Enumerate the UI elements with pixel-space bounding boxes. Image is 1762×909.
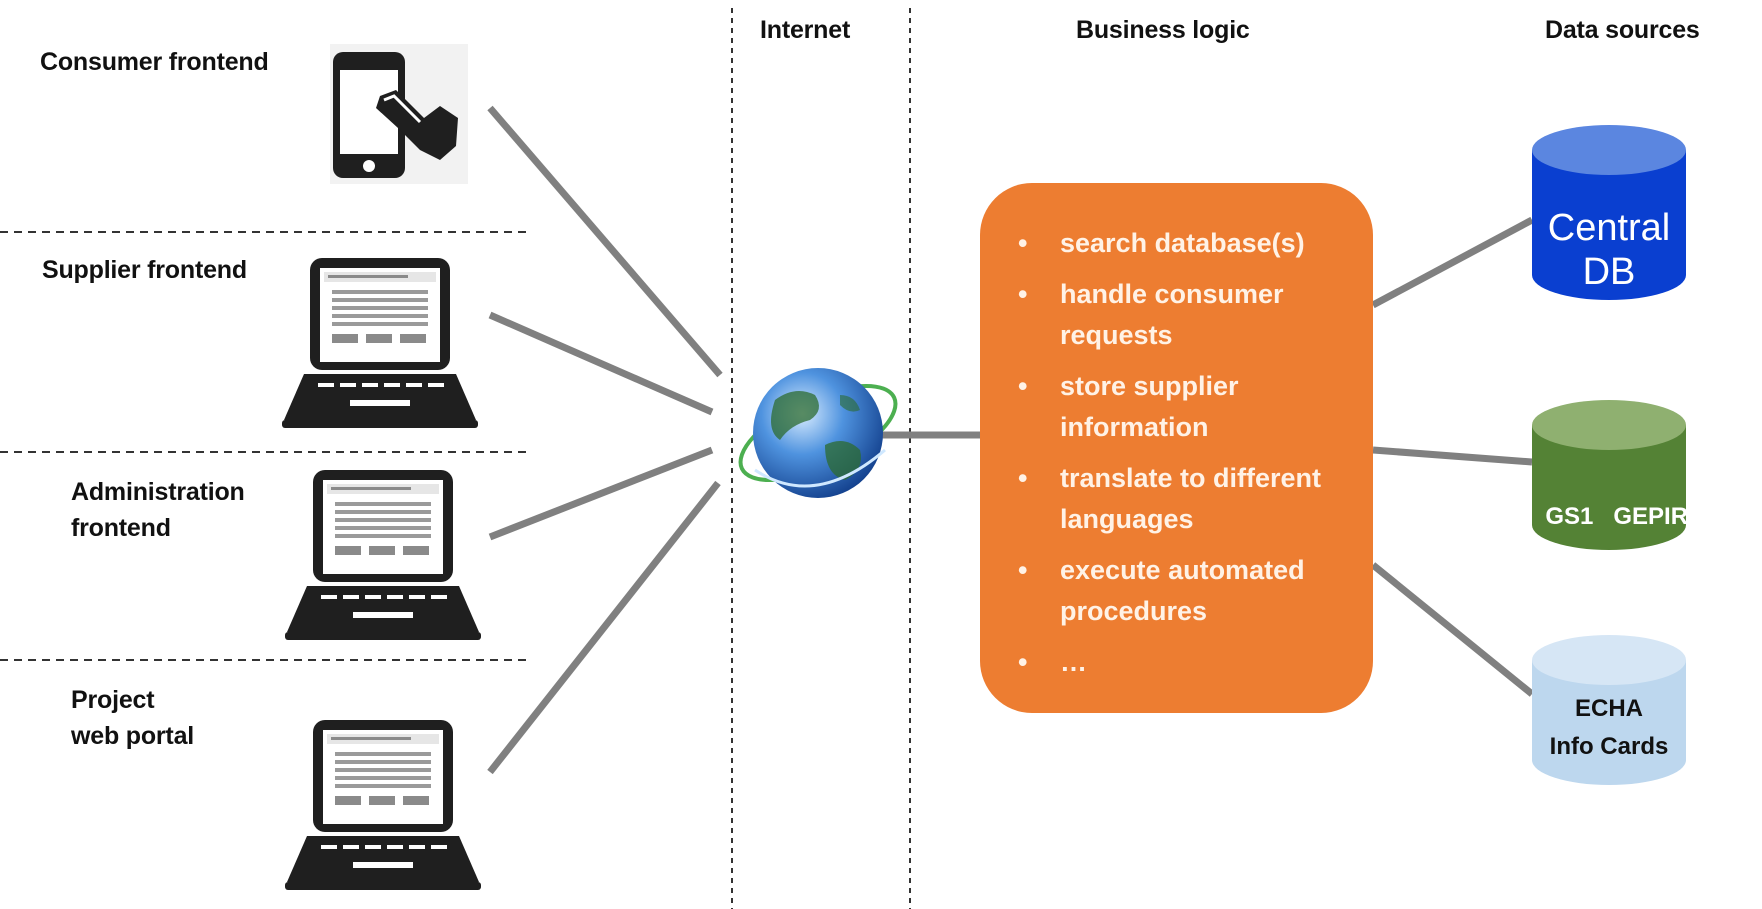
- laptop-icon: [285, 720, 481, 890]
- database-label-central-db: Central DB: [1547, 207, 1671, 293]
- connector-supplier: [488, 311, 714, 416]
- business-logic-box: search database(s) handle consumer reque…: [980, 183, 1373, 713]
- column-heading-business-logic: Business logic: [1076, 16, 1250, 44]
- business-logic-list: search database(s) handle consumer reque…: [1018, 223, 1343, 683]
- business-logic-item: search database(s): [1018, 223, 1343, 264]
- connector-portal: [487, 480, 721, 775]
- globe-icon: [738, 368, 898, 498]
- business-logic-item: translate to different languages: [1018, 458, 1343, 540]
- frontend-label-consumer: Consumer frontend: [40, 48, 269, 76]
- database-central-db: [1532, 125, 1686, 300]
- connector-echa: [1370, 562, 1535, 697]
- frontend-label-administration: Administration frontend: [71, 478, 245, 543]
- laptop-icon: [285, 470, 481, 640]
- database-label-gs1-gepir: GS1 GEPIR: [1545, 503, 1689, 530]
- connector-consumer: [487, 105, 723, 378]
- connector-admin: [488, 446, 714, 541]
- business-logic-item: execute automated procedures: [1018, 550, 1343, 632]
- business-logic-item: …: [1018, 642, 1343, 683]
- frontend-label-project-portal: Project web portal: [71, 686, 195, 751]
- database-label-echa-info-cards: ECHA Info Cards: [1549, 695, 1669, 760]
- column-heading-internet: Internet: [760, 16, 851, 44]
- separators: [0, 8, 911, 909]
- connector-central-db: [1371, 216, 1534, 309]
- smartphone-touch-icon: [330, 44, 468, 184]
- business-logic-item: store supplier information: [1018, 366, 1343, 448]
- business-logic-item: handle consumer requests: [1018, 274, 1343, 356]
- frontend-label-supplier: Supplier frontend: [42, 256, 247, 284]
- connectors: [487, 105, 1535, 775]
- laptop-icon: [282, 258, 478, 428]
- column-heading-data-sources: Data sources: [1545, 16, 1700, 44]
- database-echa-info-cards: [1532, 635, 1686, 785]
- database-gs1-gepir: [1532, 400, 1686, 550]
- connector-gs1: [1372, 446, 1533, 466]
